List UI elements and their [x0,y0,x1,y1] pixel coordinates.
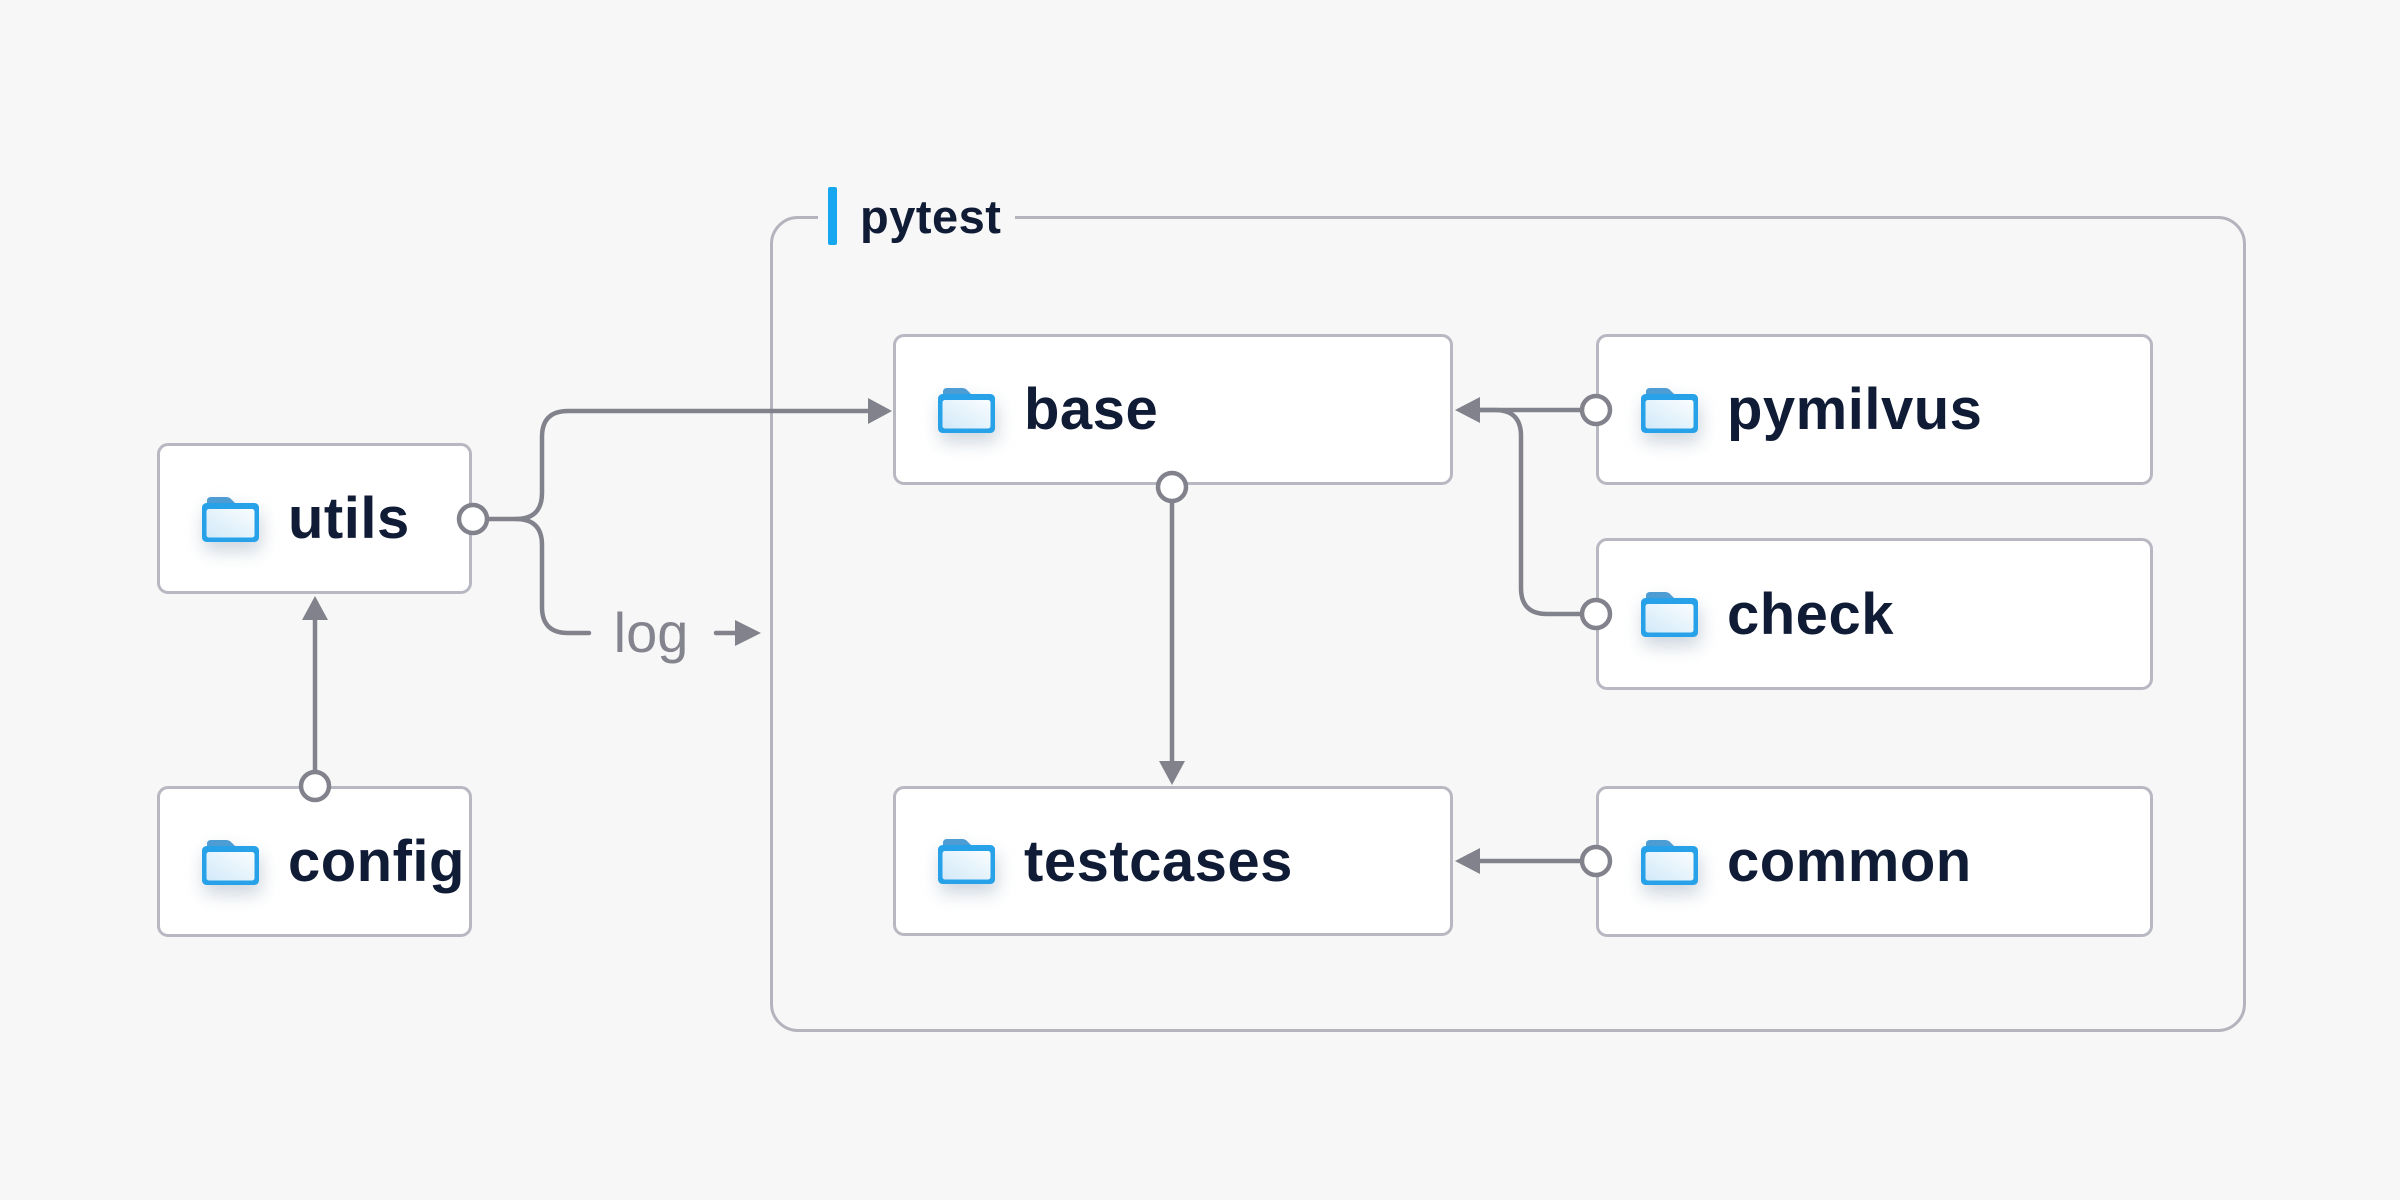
folder-icon [202,839,259,885]
node-config: config [157,786,472,937]
folder-icon [1641,592,1698,637]
pytest-container-title: pytest [860,189,1002,243]
folder-icon [1641,387,1698,433]
pytest-container [770,216,2246,1032]
node-check: check [1596,538,2153,690]
edge-utils-to-log: log [513,516,761,664]
folder-icon [938,387,995,433]
accent-bar-icon [828,187,837,245]
node-testcases-label: testcases [1024,828,1293,894]
node-base-label: base [1024,377,1159,442]
edge-config-to-utils [302,596,328,773]
node-base: base [893,334,1453,485]
node-utils-label: utils [288,486,410,551]
node-config-label: config [288,829,465,894]
folder-icon [938,839,995,884]
folder-icon [202,496,259,542]
pytest-container-label: pytest [818,180,1016,252]
folder-icon [1641,839,1698,885]
node-common-label: common [1727,829,1972,894]
node-pymilvus-label: pymilvus [1727,377,1983,442]
node-utils: utils [157,443,472,594]
node-check-label: check [1727,581,1894,647]
edge-label-log: log [614,601,689,664]
node-testcases: testcases [893,786,1453,936]
node-pymilvus: pymilvus [1596,334,2153,485]
node-common: common [1596,786,2153,937]
